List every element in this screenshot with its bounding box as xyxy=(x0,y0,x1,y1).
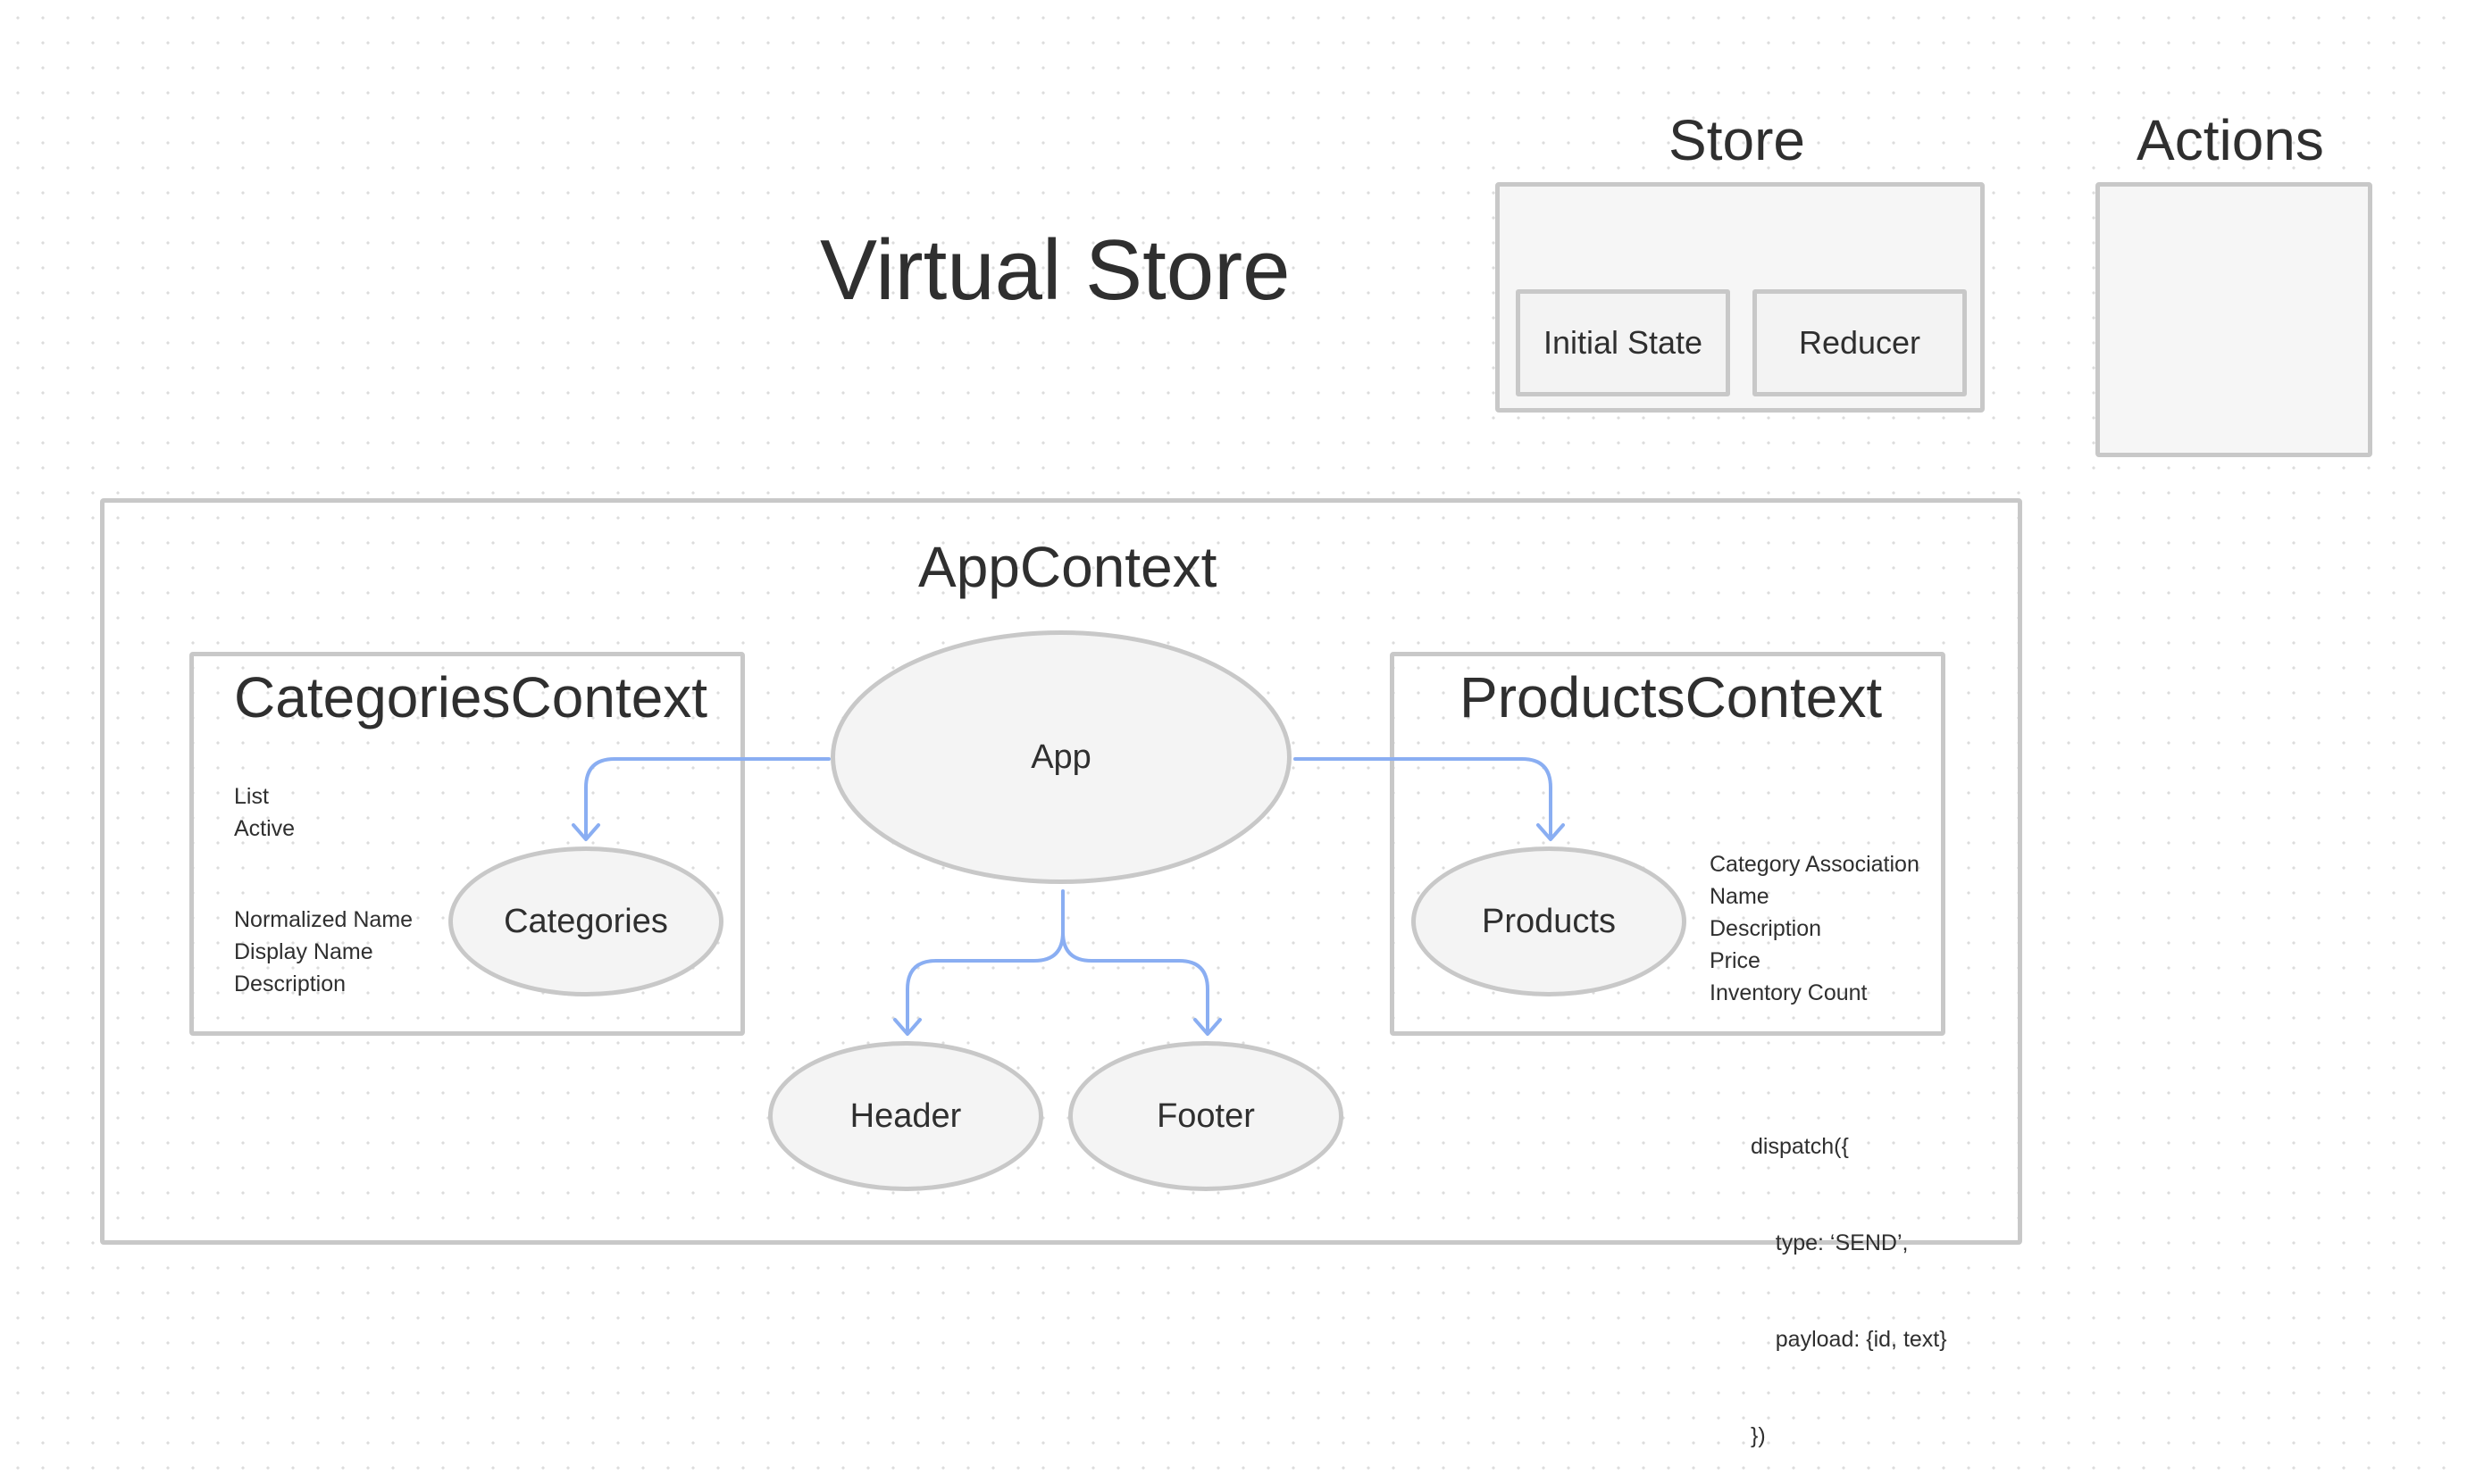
connector-app-categories xyxy=(584,757,831,839)
connectors xyxy=(572,757,1565,1036)
store-title: Store xyxy=(1668,108,1805,172)
products-context-title: ProductsContext xyxy=(1459,665,1883,729)
code-line: dispatch({ xyxy=(1751,1134,1849,1159)
list-item: Inventory Count xyxy=(1710,980,1868,1005)
categories-node-label: Categories xyxy=(504,902,668,940)
list-item: Normalized Name xyxy=(234,907,414,932)
arrowhead xyxy=(1193,1018,1222,1036)
footer-node[interactable]: Footer xyxy=(1068,1041,1343,1191)
app-node[interactable]: App xyxy=(831,630,1292,884)
arrowhead xyxy=(893,1018,922,1036)
connector-app-footer xyxy=(1061,930,1209,1034)
categories-node[interactable]: Categories xyxy=(448,846,723,996)
categories-context-title: CategoriesContext xyxy=(234,665,708,729)
connector-app-products xyxy=(1293,757,1552,839)
products-node-label: Products xyxy=(1482,902,1616,940)
arrowhead xyxy=(572,823,600,841)
actions-box[interactable] xyxy=(2095,182,2372,457)
arrowhead xyxy=(1536,823,1565,841)
list-item: Price xyxy=(1710,948,1760,973)
code-line: type: ‘SEND’, xyxy=(1751,1230,1909,1255)
footer-node-label: Footer xyxy=(1157,1096,1255,1135)
app-node-label: App xyxy=(1031,738,1091,776)
initial-state-label: Initial State xyxy=(1543,324,1703,361)
store-box[interactable]: Initial State Reducer xyxy=(1495,182,1985,413)
list-item: List xyxy=(234,784,269,809)
connector-app-header xyxy=(906,889,1065,1034)
app-context-title: AppContext xyxy=(918,535,1217,599)
categories-state-fields: List Active xyxy=(234,780,295,845)
header-node[interactable]: Header xyxy=(768,1041,1043,1191)
header-node-label: Header xyxy=(849,1096,962,1135)
actions-title: Actions xyxy=(2137,108,2324,172)
list-item: Category Association xyxy=(1710,852,1919,877)
categories-item-fields: Normalized Name Display Name Description xyxy=(234,904,413,1000)
code-line: }) xyxy=(1751,1423,1766,1448)
initial-state-box[interactable]: Initial State xyxy=(1516,289,1730,396)
list-item: Name xyxy=(1710,884,1769,909)
list-item: Display Name xyxy=(234,939,373,964)
categories-context-box[interactable] xyxy=(189,652,745,1036)
reducer-box[interactable]: Reducer xyxy=(1752,289,1967,396)
app-context-box[interactable] xyxy=(100,498,2022,1245)
reducer-label: Reducer xyxy=(1798,324,1921,361)
list-item: Description xyxy=(234,971,347,996)
products-node[interactable]: Products xyxy=(1411,846,1686,996)
page-title: Virtual Store xyxy=(820,222,1291,318)
products-item-fields: Category Association Name Description Pr… xyxy=(1710,848,1919,1009)
products-context-box[interactable] xyxy=(1390,652,1945,1036)
list-item: Active xyxy=(234,816,296,841)
list-item: Description xyxy=(1710,916,1822,941)
